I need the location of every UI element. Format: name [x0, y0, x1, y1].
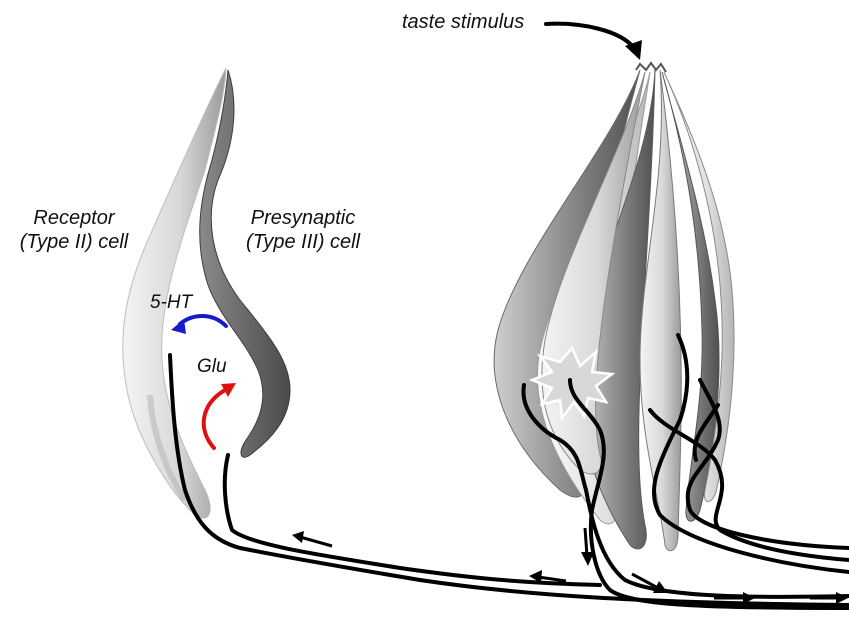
serotonin-label: 5-HT — [150, 291, 192, 315]
taste-stimulus-label: taste stimulus — [402, 10, 524, 34]
serotonin-arrow — [171, 316, 226, 334]
stimulus-arrow — [546, 24, 642, 60]
presynaptic-cell-label: Presynaptic (Type III) cell — [228, 206, 378, 254]
presynaptic-label-line2: (Type III) cell — [228, 230, 378, 254]
taste-bud — [494, 63, 734, 551]
receptor-cell-label: Receptor (Type II) cell — [0, 206, 148, 254]
glutamate-arrow — [204, 383, 236, 448]
receptor-label-line2: (Type II) cell — [0, 230, 148, 254]
signal-arrow-left-fiber — [292, 531, 332, 546]
signal-arrow-right-2 — [810, 592, 848, 604]
presynaptic-label-line1: Presynaptic — [228, 206, 378, 230]
receptor-label-line1: Receptor — [0, 206, 148, 230]
glutamate-label: Glu — [197, 355, 227, 379]
